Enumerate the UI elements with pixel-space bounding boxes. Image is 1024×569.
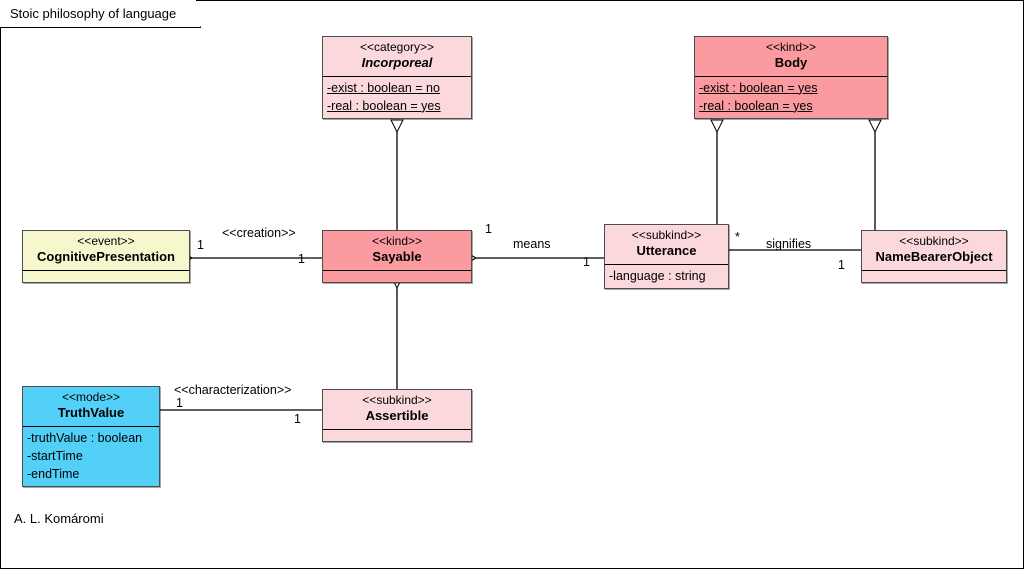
class-cognitivepresentation[interactable]: <<event>> CognitivePresentation — [22, 230, 190, 283]
label-signifies: signifies — [766, 237, 812, 251]
attribute-compartment: -truthValue : boolean -startTime -endTim… — [23, 425, 159, 486]
stereotype-label: <<event>> — [77, 234, 135, 248]
class-header-cognitivepresentation: <<event>> CognitivePresentation — [23, 231, 189, 270]
label-characterization: <<characterization>> — [174, 383, 292, 397]
class-name: Sayable — [372, 248, 422, 264]
class-header-assertible: <<subkind>> Assertible — [323, 390, 471, 429]
attribute-item: -startTime — [27, 448, 83, 463]
attribute-compartment: -exist : boolean = yes -real : boolean =… — [695, 75, 887, 118]
attribute-item: -exist : boolean = no — [327, 80, 440, 95]
mult-means-target: 1 — [485, 222, 492, 236]
stereotype-label: <<subkind>> — [899, 234, 969, 248]
class-header-namebearerobject: <<subkind>> NameBearerObject — [862, 231, 1006, 270]
class-header-body: <<kind>> Body — [695, 37, 887, 76]
attribute-item: -real : boolean = yes — [699, 98, 813, 113]
attribute-compartment — [862, 269, 1006, 282]
class-assertible[interactable]: <<subkind>> Assertible — [322, 389, 472, 442]
diagram-title-tab: Stoic philosophy of language — [0, 0, 201, 28]
stereotype-label: <<category>> — [359, 40, 435, 54]
attribute-item: -exist : boolean = yes — [699, 80, 818, 95]
class-name: TruthValue — [57, 404, 125, 420]
mult-signifies-source: * — [735, 230, 740, 244]
attribute-compartment — [323, 428, 471, 441]
class-truthvalue[interactable]: <<mode>> TruthValue -truthValue : boolea… — [22, 386, 160, 488]
attribute-compartment: -language : string — [605, 263, 728, 288]
mult-characterization-source: 1 — [176, 396, 183, 410]
attribute-compartment — [23, 269, 189, 282]
mult-creation-target: 1 — [298, 252, 305, 266]
mult-signifies-target: 1 — [838, 258, 845, 272]
class-name: NameBearerObject — [875, 248, 993, 264]
attribute-item: -truthValue : boolean — [27, 430, 143, 445]
mult-creation-source: 1 — [197, 238, 204, 252]
class-header-incorporeal: <<category>> Incorporeal — [323, 37, 471, 76]
class-header-truthvalue: <<mode>> TruthValue — [23, 387, 159, 426]
class-name: Body — [774, 54, 808, 70]
attribute-item: -language : string — [609, 268, 706, 283]
class-namebearerobject[interactable]: <<subkind>> NameBearerObject — [861, 230, 1007, 283]
attribute-item: -endTime — [27, 466, 80, 481]
class-header-utterance: <<subkind>> Utterance — [605, 225, 728, 264]
stereotype-label: <<subkind>> — [362, 393, 432, 407]
attribute-compartment: -exist : boolean = no -real : boolean = … — [323, 75, 471, 118]
class-name: Incorporeal — [361, 54, 433, 70]
mult-characterization-target: 1 — [294, 412, 301, 426]
label-creation: <<creation>> — [222, 226, 296, 240]
diagram-title: Stoic philosophy of language — [10, 6, 177, 21]
stereotype-label: <<kind>> — [765, 40, 817, 54]
class-name: CognitivePresentation — [37, 248, 175, 264]
attribute-compartment — [323, 269, 471, 282]
attribute-item: -real : boolean = yes — [327, 98, 441, 113]
author-credit: A. L. Komáromi — [14, 511, 104, 526]
stereotype-label: <<subkind>> — [631, 228, 702, 242]
class-name: Assertible — [365, 407, 429, 423]
class-utterance[interactable]: <<subkind>> Utterance -language : string — [604, 224, 729, 289]
class-body[interactable]: <<kind>> Body -exist : boolean = yes -re… — [694, 36, 888, 119]
stereotype-label: <<mode>> — [61, 390, 121, 404]
mult-means-source: 1 — [583, 255, 590, 269]
stereotype-label: <<kind>> — [371, 234, 423, 248]
class-header-sayable: <<kind>> Sayable — [323, 231, 471, 270]
class-incorporeal[interactable]: <<category>> Incorporeal -exist : boolea… — [322, 36, 472, 119]
label-means: means — [513, 237, 551, 251]
class-name: Utterance — [636, 242, 697, 258]
class-sayable[interactable]: <<kind>> Sayable — [322, 230, 472, 283]
